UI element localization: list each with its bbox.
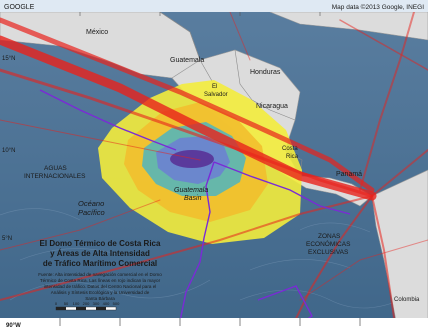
- label-aguas-1: AGUAS: [44, 165, 67, 172]
- shipping-lane-southeast: [371, 195, 397, 331]
- caption-line-4: Análisis y Síntesis Ecológica y la Unive…: [51, 290, 150, 295]
- caption-line-3: intensidad de tráfico. Datos del Centro …: [44, 284, 157, 289]
- lat-label-10n: 10°N: [2, 148, 15, 154]
- caption-line-1: Fuente: Alta intensidad de navegación co…: [38, 272, 162, 277]
- label-mexico: México: [86, 29, 108, 36]
- title-line-2: y Áreas de Alta Intensidad: [50, 249, 150, 258]
- scale-label-400: 400: [103, 301, 110, 306]
- title-line-3: de Tráfico Marítimo Comercial: [43, 259, 157, 268]
- label-zonas-3: EXCLUSIVAS: [308, 249, 349, 256]
- shipping-lane-caribbean-1: [359, 11, 415, 191]
- colombia-land: [371, 169, 428, 331]
- scale-label-200: 200: [83, 301, 90, 306]
- title-line-1: El Domo Térmico de Costa Rica: [40, 239, 161, 248]
- shipping-lane-thin-2: [0, 199, 161, 251]
- label-el-salvador-1: El: [212, 84, 217, 90]
- eez-line-south: [177, 161, 215, 331]
- shipping-lane-caribbean-3: [339, 19, 428, 71]
- lat-label-5n: 5°N: [2, 236, 12, 242]
- label-guatemala: Guatemala: [170, 57, 204, 64]
- eez-line-west: [39, 89, 177, 151]
- title-block: El Domo Térmico de Costa Rica y Áreas de…: [38, 239, 162, 301]
- bathymetry-texture: [0, 208, 421, 309]
- attribution-strip: [0, 0, 428, 12]
- dome-core: [170, 150, 214, 168]
- bottom-graticule-strip: [0, 318, 428, 331]
- shipping-lane-southwest: [0, 195, 373, 301]
- label-costa-rica-1: Costa: [282, 146, 298, 152]
- label-ocean-2: Pacífico: [78, 208, 105, 217]
- scale-label-500: 500: [113, 301, 120, 306]
- label-ocean-1: Océano: [78, 199, 104, 208]
- label-costa-rica-2: Rica: [286, 154, 299, 160]
- scale-label-300: 300: [93, 301, 100, 306]
- lat-label-15n: 15°N: [2, 56, 15, 62]
- shipping-lane-thin-3: [299, 239, 428, 301]
- shipping-lanes: [0, 11, 428, 331]
- label-panama: Panamá: [336, 171, 362, 178]
- scale-label-100: 100: [73, 301, 80, 306]
- shipping-lane-thin-4: [229, 11, 251, 61]
- label-el-salvador-2: Salvador: [204, 92, 228, 98]
- shipping-lane-thin-1: [0, 119, 201, 161]
- shipping-lane-north: [0, 17, 375, 193]
- label-colombia: Colombia: [394, 297, 420, 303]
- shipping-lane-caribbean-2: [371, 149, 428, 197]
- eez-boundaries: [39, 89, 351, 331]
- attribution-right: Map data ©2013 Google, INEGI: [332, 3, 424, 11]
- top-coordinate-ticks: [79, 12, 321, 16]
- bottom-graticule-ticks: [59, 318, 361, 326]
- shipping-lane-coastal: [0, 68, 374, 198]
- shipping-lane-south: [289, 195, 373, 331]
- caption-line-2: Térmico de Costa Rica. Las líneas en roj…: [40, 278, 161, 283]
- attribution-left: GOOGLE: [4, 4, 35, 11]
- scale-label-0: 0: [55, 301, 58, 306]
- label-basin-2: Basin: [184, 195, 202, 202]
- thermal-dome: [98, 80, 302, 244]
- label-honduras: Honduras: [250, 69, 281, 76]
- label-zonas-1: ZONAS: [318, 233, 341, 240]
- label-nicaragua: Nicaragua: [256, 103, 288, 110]
- scale-label-50: 50: [64, 301, 69, 306]
- label-zonas-2: ECONÓMICAS: [306, 239, 351, 248]
- scale-bar: 0 50 100 200 300 400 500: [55, 301, 120, 311]
- label-basin-1: Guatemala: [174, 187, 208, 194]
- label-aguas-2: INTERNACIONALES: [24, 173, 86, 180]
- caption-line-5: Santa Bárbara: [85, 296, 115, 301]
- lon-label-90w: 90°W: [6, 323, 21, 329]
- eez-line-east: [213, 161, 351, 215]
